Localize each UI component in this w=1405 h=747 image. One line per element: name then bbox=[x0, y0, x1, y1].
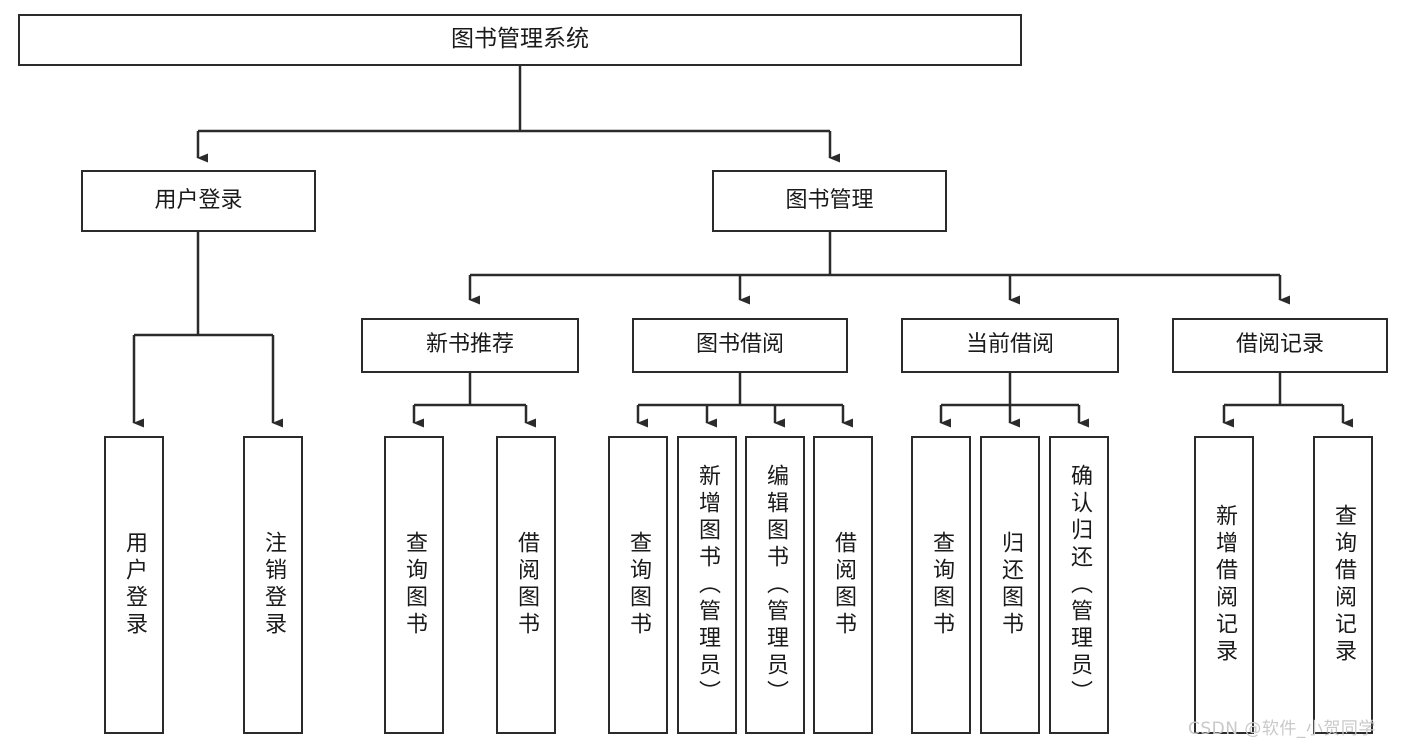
leaf-query-book-current[interactable]: 查询图书 bbox=[911, 436, 971, 734]
node-label: 编辑图书（管理员） bbox=[763, 463, 788, 707]
node-root-system[interactable]: 图书管理系统 bbox=[18, 14, 1022, 66]
node-label: 图书管理系统 bbox=[451, 26, 589, 53]
node-new-book-recommend[interactable]: 新书推荐 bbox=[361, 318, 579, 373]
node-label: 查询图书 bbox=[626, 531, 651, 639]
leaf-add-borrow-record[interactable]: 新增借阅记录 bbox=[1194, 436, 1254, 734]
node-label: 确认归还（管理员） bbox=[1067, 463, 1092, 707]
leaf-query-book-recommend[interactable]: 查询图书 bbox=[384, 436, 444, 734]
node-label: 用户登录 bbox=[154, 187, 243, 213]
leaf-borrow-book[interactable]: 借阅图书 bbox=[813, 436, 873, 734]
node-label: 借阅图书 bbox=[831, 531, 856, 639]
leaf-query-borrow-record[interactable]: 查询借阅记录 bbox=[1313, 436, 1373, 734]
node-label: 用户登录 bbox=[122, 531, 147, 639]
node-label: 图书借阅 bbox=[695, 332, 784, 358]
watermark: CSDN @软件_小贺同学 bbox=[1188, 719, 1376, 739]
leaf-return-book[interactable]: 归还图书 bbox=[980, 436, 1040, 734]
node-label: 当前借阅 bbox=[965, 332, 1054, 358]
node-book-borrow[interactable]: 图书借阅 bbox=[632, 318, 848, 373]
node-label: 查询借阅记录 bbox=[1331, 504, 1356, 666]
node-label: 新增借阅记录 bbox=[1212, 504, 1237, 666]
leaf-confirm-return-admin[interactable]: 确认归还（管理员） bbox=[1049, 436, 1109, 734]
node-label: 新增图书（管理员） bbox=[695, 463, 720, 707]
node-label: 查询图书 bbox=[929, 531, 954, 639]
leaf-logout[interactable]: 注销登录 bbox=[243, 436, 303, 734]
node-label: 注销登录 bbox=[261, 531, 286, 639]
node-label: 借阅记录 bbox=[1235, 332, 1324, 358]
leaf-edit-book-admin[interactable]: 编辑图书（管理员） bbox=[745, 436, 805, 734]
node-label: 归还图书 bbox=[998, 531, 1023, 639]
node-user-login[interactable]: 用户登录 bbox=[81, 170, 316, 232]
leaf-add-book-admin[interactable]: 新增图书（管理员） bbox=[677, 436, 737, 734]
leaf-query-book-borrow[interactable]: 查询图书 bbox=[608, 436, 668, 734]
node-label: 新书推荐 bbox=[425, 332, 514, 358]
leaf-borrow-book-recommend[interactable]: 借阅图书 bbox=[496, 436, 556, 734]
node-borrow-record[interactable]: 借阅记录 bbox=[1172, 318, 1388, 373]
node-current-borrow[interactable]: 当前借阅 bbox=[901, 318, 1119, 373]
node-label: 查询图书 bbox=[402, 531, 427, 639]
node-label: 借阅图书 bbox=[514, 531, 539, 639]
node-book-management[interactable]: 图书管理 bbox=[712, 170, 947, 232]
leaf-user-login[interactable]: 用户登录 bbox=[104, 436, 164, 734]
node-label: 图书管理 bbox=[785, 187, 874, 213]
